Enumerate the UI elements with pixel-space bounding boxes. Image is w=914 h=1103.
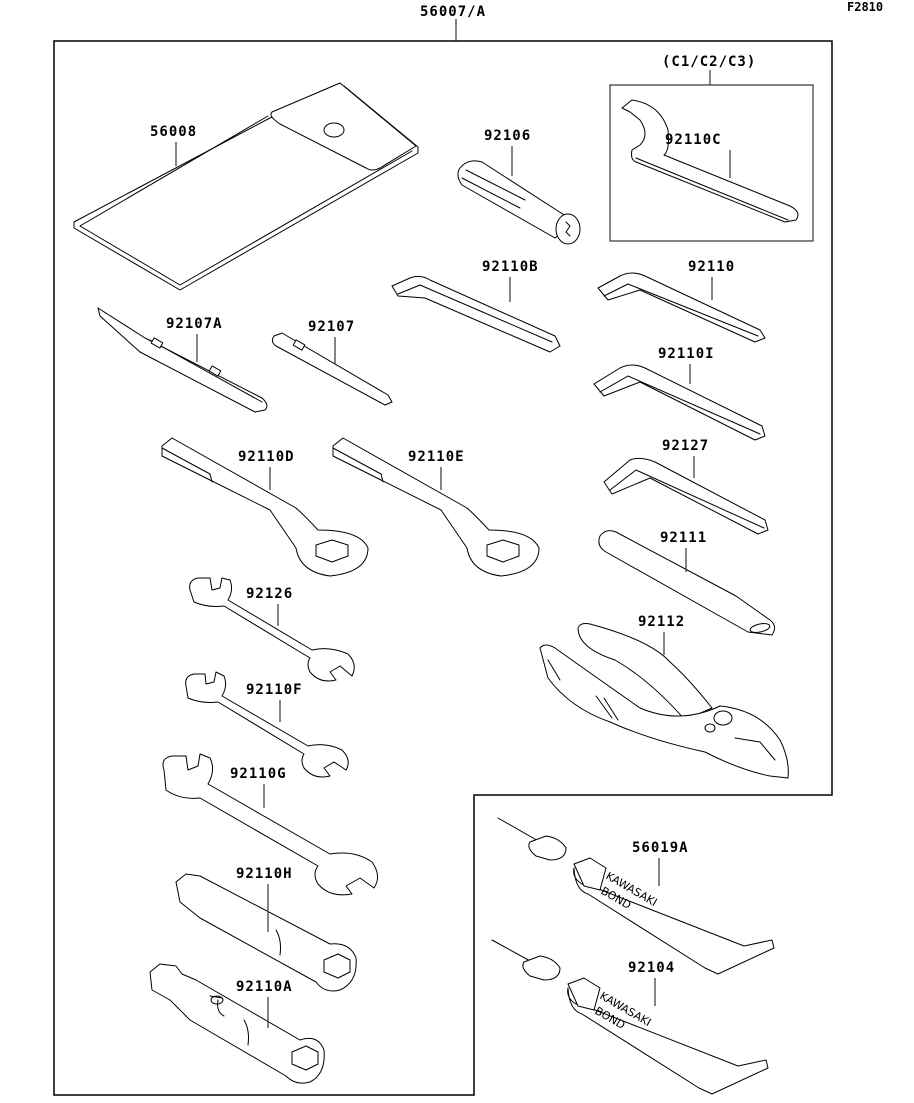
label-92110F[interactable]: 92110F <box>246 682 303 698</box>
part-92126[interactable]: 92126 <box>189 577 355 682</box>
label-92112[interactable]: 92112 <box>638 614 685 630</box>
part-92110G[interactable]: 92110G <box>162 753 378 896</box>
label-92126[interactable]: 92126 <box>246 586 293 602</box>
figure-code: F2810 <box>847 0 883 14</box>
label-92110B[interactable]: 92110B <box>482 259 539 275</box>
label-92110E[interactable]: 92110E <box>408 449 465 465</box>
part-92127[interactable]: 92127 <box>603 438 769 535</box>
nozzle-cap <box>528 835 567 861</box>
label-92110I[interactable]: 92110I <box>658 346 715 362</box>
part-92111[interactable]: 92111 <box>598 530 776 636</box>
part-92110[interactable]: 92110 <box>597 259 766 343</box>
part-92110A[interactable]: 92110A <box>149 963 325 1084</box>
part-92110B[interactable]: 92110B <box>391 259 561 353</box>
label-92110[interactable]: 92110 <box>688 259 735 275</box>
part-56008[interactable]: 56008 <box>73 82 419 291</box>
label-92127[interactable]: 92127 <box>662 438 709 454</box>
assembly-frame <box>53 40 833 1096</box>
subgroup-label[interactable]: (C1/C2/C3) <box>662 54 756 70</box>
label-56008[interactable]: 56008 <box>150 124 197 140</box>
nozzle-cap <box>522 955 561 981</box>
part-92106[interactable]: 92106 <box>457 128 581 245</box>
part-92110H[interactable]: 92110H <box>175 866 357 992</box>
label-92107A[interactable]: 92107A <box>166 316 223 332</box>
label-56019A[interactable]: 56019A <box>632 840 689 856</box>
label-92106[interactable]: 92106 <box>484 128 531 144</box>
part-92110C[interactable]: 92110C <box>621 99 799 223</box>
hex-socket <box>291 1045 319 1071</box>
part-92110E[interactable]: 92110E <box>332 437 540 577</box>
part-92112[interactable]: 92112 <box>539 614 789 779</box>
label-92110H[interactable]: 92110H <box>236 866 293 882</box>
label-92110D[interactable]: 92110D <box>238 449 295 465</box>
part-92110F[interactable]: 92110F <box>185 671 349 778</box>
hex-socket <box>323 953 351 979</box>
tool-bag-flap <box>270 82 417 171</box>
part-92107A[interactable]: 92107A <box>97 307 268 413</box>
part-92110I[interactable]: 92110I <box>593 346 766 441</box>
subgroup-frame <box>609 84 814 242</box>
tube-cap <box>567 977 601 1011</box>
label-92110C[interactable]: 92110C <box>665 132 722 148</box>
label-92110G[interactable]: 92110G <box>230 766 287 782</box>
part-92110D[interactable]: 92110D <box>161 437 369 577</box>
hex-socket <box>315 539 349 563</box>
label-92104[interactable]: 92104 <box>628 960 675 976</box>
tube-cap <box>573 857 607 891</box>
label-92107[interactable]: 92107 <box>308 319 355 335</box>
label-92111[interactable]: 92111 <box>660 530 707 546</box>
part-92107[interactable]: 92107 <box>271 319 393 406</box>
bar-end <box>749 623 771 633</box>
label-92110A[interactable]: 92110A <box>236 979 293 995</box>
assembly-label[interactable]: 56007/A <box>420 4 486 20</box>
pivot-bolt <box>713 710 733 726</box>
hex-socket <box>486 539 520 563</box>
snap-button <box>323 122 345 138</box>
part-56019A[interactable]: KAWASAKI BOND 56019A <box>497 817 775 975</box>
